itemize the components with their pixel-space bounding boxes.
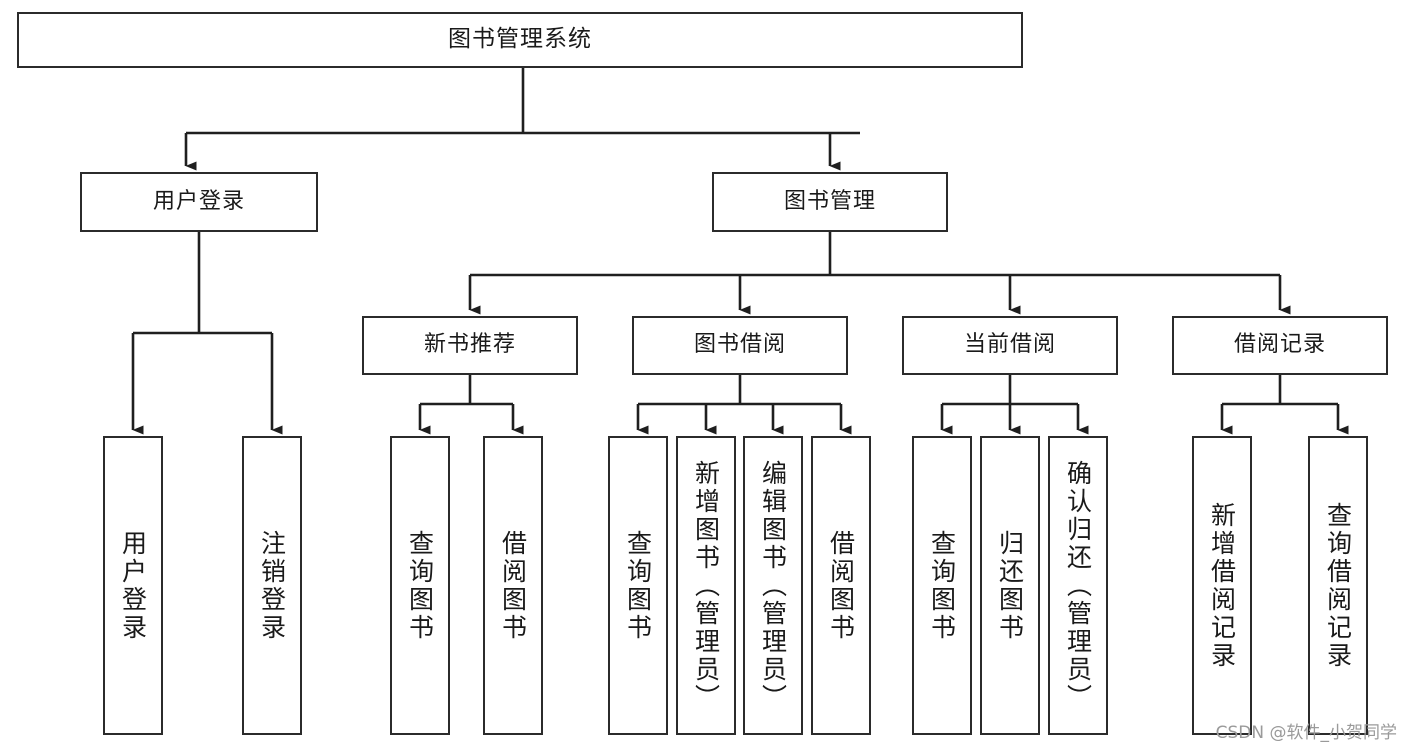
leaf-user-login-login[interactable]: 用户登录 bbox=[103, 436, 163, 735]
leaf-user-login-login-label: 用户登录 bbox=[118, 529, 148, 642]
leaf-book-borrow-add[interactable]: 新增图书（管理员） bbox=[676, 436, 736, 735]
node-root-system-label: 图书管理系统 bbox=[448, 26, 592, 53]
leaf-current-borrow-confirm-return[interactable]: 确认归还（管理员） bbox=[1048, 436, 1108, 735]
leaf-new-book-borrow[interactable]: 借阅图书 bbox=[483, 436, 543, 735]
leaf-current-borrow-return[interactable]: 归还图书 bbox=[980, 436, 1040, 735]
node-book-management[interactable]: 图书管理 bbox=[712, 172, 948, 232]
node-user-login[interactable]: 用户登录 bbox=[80, 172, 318, 232]
leaf-current-borrow-return-label: 归还图书 bbox=[995, 529, 1025, 642]
leaf-new-book-borrow-label: 借阅图书 bbox=[498, 529, 528, 642]
leaf-book-borrow-edit-label: 编辑图书（管理员） bbox=[758, 459, 788, 712]
node-current-borrow-label: 当前借阅 bbox=[963, 332, 1056, 358]
node-new-book-recommend[interactable]: 新书推荐 bbox=[362, 316, 578, 375]
node-book-borrow-label: 图书借阅 bbox=[693, 332, 786, 358]
leaf-borrow-record-add-label: 新增借阅记录 bbox=[1207, 501, 1237, 670]
leaf-borrow-record-query[interactable]: 查询借阅记录 bbox=[1308, 436, 1368, 735]
node-current-borrow[interactable]: 当前借阅 bbox=[902, 316, 1118, 375]
leaf-user-login-logout-label: 注销登录 bbox=[257, 529, 287, 642]
leaf-user-login-logout[interactable]: 注销登录 bbox=[242, 436, 302, 735]
leaf-new-book-query-label: 查询图书 bbox=[405, 529, 435, 642]
node-borrow-record[interactable]: 借阅记录 bbox=[1172, 316, 1388, 375]
leaf-new-book-query[interactable]: 查询图书 bbox=[390, 436, 450, 735]
node-user-login-label: 用户登录 bbox=[152, 188, 245, 214]
node-borrow-record-label: 借阅记录 bbox=[1233, 332, 1326, 358]
leaf-book-borrow-query[interactable]: 查询图书 bbox=[608, 436, 668, 735]
node-root-system[interactable]: 图书管理系统 bbox=[17, 12, 1023, 68]
node-book-borrow[interactable]: 图书借阅 bbox=[632, 316, 848, 375]
node-new-book-recommend-label: 新书推荐 bbox=[423, 332, 516, 358]
node-book-management-label: 图书管理 bbox=[783, 188, 876, 214]
leaf-book-borrow-borrow[interactable]: 借阅图书 bbox=[811, 436, 871, 735]
leaf-current-borrow-confirm-return-label: 确认归还（管理员） bbox=[1063, 459, 1093, 712]
leaf-book-borrow-borrow-label: 借阅图书 bbox=[826, 529, 856, 642]
leaf-book-borrow-add-label: 新增图书（管理员） bbox=[691, 459, 721, 712]
leaf-current-borrow-query-label: 查询图书 bbox=[927, 529, 957, 642]
leaf-current-borrow-query[interactable]: 查询图书 bbox=[912, 436, 972, 735]
csdn-watermark: CSDN @软件_小贺同学 bbox=[1215, 723, 1397, 743]
leaf-book-borrow-query-label: 查询图书 bbox=[623, 529, 653, 642]
leaf-borrow-record-add[interactable]: 新增借阅记录 bbox=[1192, 436, 1252, 735]
leaf-book-borrow-edit[interactable]: 编辑图书（管理员） bbox=[743, 436, 803, 735]
leaf-borrow-record-query-label: 查询借阅记录 bbox=[1323, 501, 1353, 670]
